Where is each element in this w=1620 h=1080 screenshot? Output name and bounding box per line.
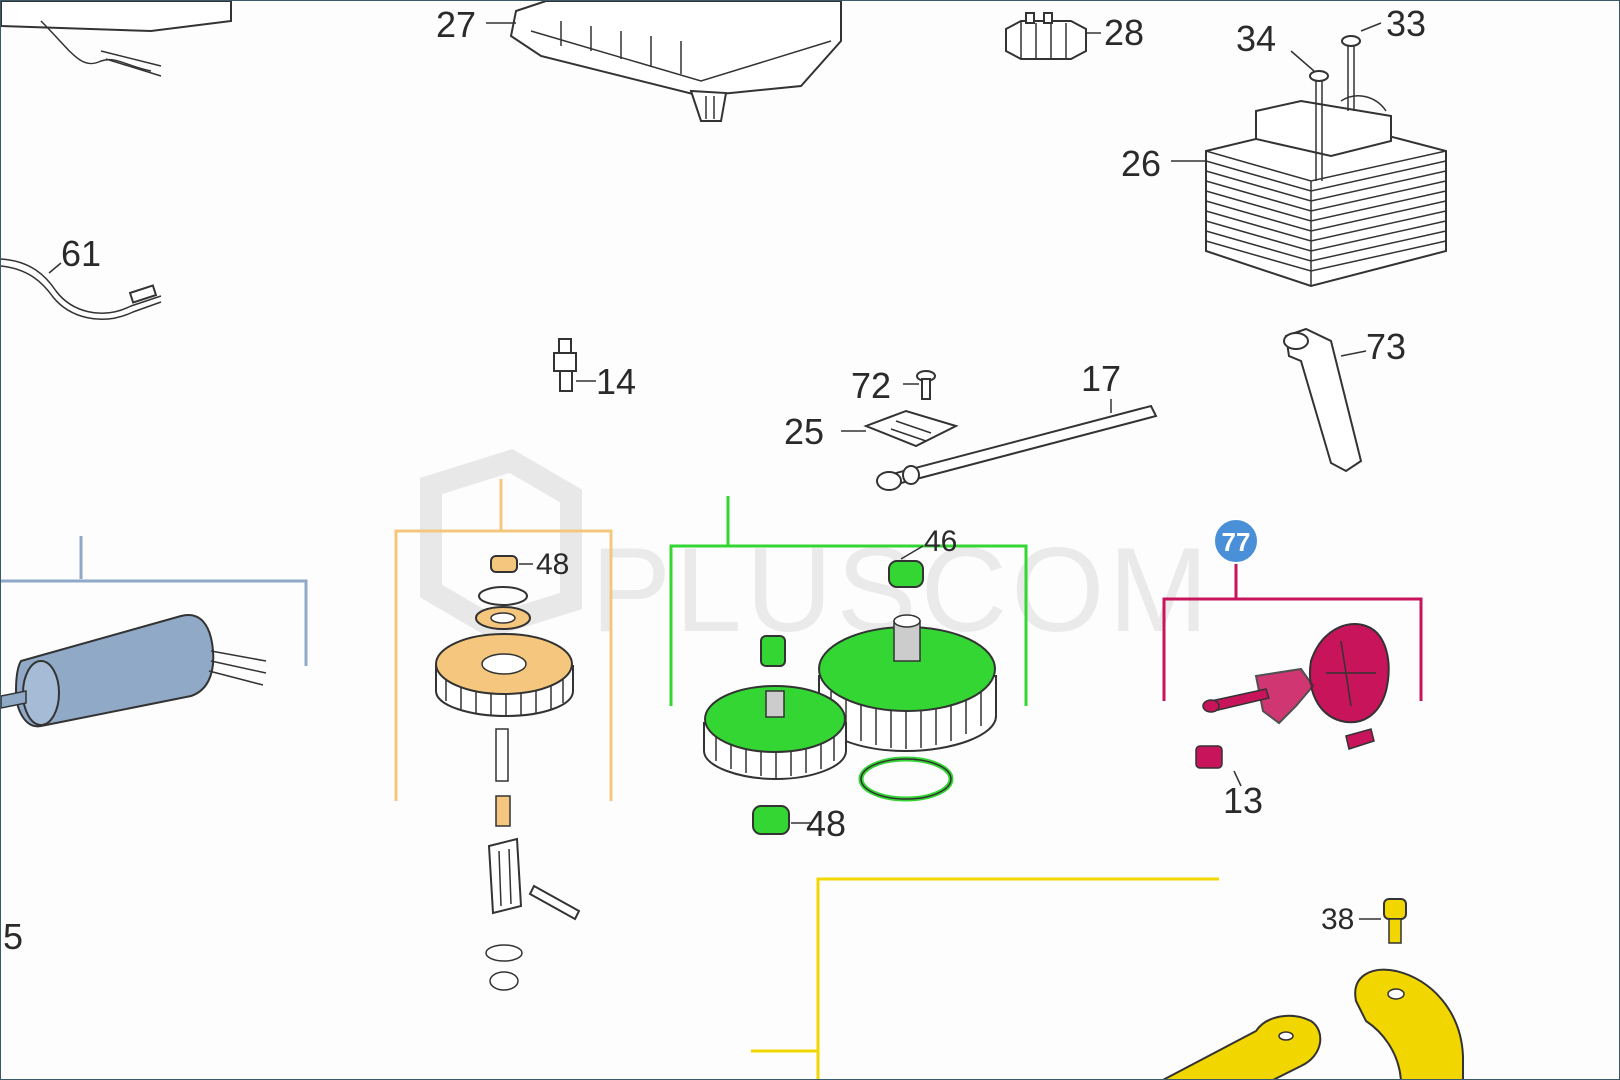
- label-34: 34: [1236, 18, 1276, 59]
- leader-34: [1290, 50, 1315, 72]
- tan-gear-assembly[interactable]: [435, 555, 581, 991]
- label-28: 28: [1104, 12, 1144, 53]
- label-61: 61: [61, 233, 101, 274]
- label-48b: 48: [806, 803, 846, 844]
- part-26-transformer[interactable]: [1205, 95, 1447, 288]
- part-27-housing[interactable]: [509, 1, 842, 122]
- blue-group-bracket: [1, 536, 308, 666]
- magenta-cam-assembly[interactable]: [1195, 623, 1390, 769]
- label-5: 5: [3, 916, 23, 957]
- motor-part[interactable]: [1, 614, 267, 728]
- leader-46: [900, 545, 924, 560]
- label-17: 17: [1081, 358, 1121, 399]
- part-73-lever[interactable]: [1283, 327, 1363, 473]
- part-28-terminal-block[interactable]: [1005, 12, 1087, 60]
- magenta-group-bracket: [1162, 561, 1423, 701]
- label-26: 26: [1121, 143, 1161, 184]
- label-38: 38: [1321, 903, 1354, 936]
- leader-13: [1233, 770, 1242, 787]
- badge-77[interactable]: 77: [1213, 518, 1259, 564]
- green-group-bracket: [669, 496, 1028, 706]
- label-25: 25: [784, 411, 824, 452]
- label-73: 73: [1366, 326, 1406, 367]
- top-left-connector[interactable]: [1, 1, 232, 77]
- label-33: 33: [1386, 3, 1426, 44]
- yellow-arm-assembly[interactable]: [1161, 898, 1464, 1080]
- label-13: 13: [1223, 780, 1263, 821]
- yellow-group-bracket: [751, 877, 1219, 1079]
- tan-group-bracket: [394, 479, 613, 801]
- label-14: 14: [596, 361, 636, 402]
- green-gear-assembly[interactable]: [703, 560, 997, 835]
- part-72-screw[interactable]: [916, 370, 936, 400]
- part-14-bolt[interactable]: [553, 338, 577, 392]
- label-72: 72: [851, 365, 891, 406]
- label-46: 46: [924, 525, 957, 558]
- part-34-screw[interactable]: [1309, 70, 1329, 181]
- badge-77-text: 77: [1222, 527, 1251, 557]
- label-27: 27: [436, 4, 476, 45]
- leader-33: [1360, 22, 1382, 32]
- leader-61: [48, 262, 62, 274]
- part-61-cable[interactable]: [1, 258, 162, 320]
- leader-73: [1340, 350, 1367, 357]
- part-17-shaft[interactable]: [876, 404, 1158, 491]
- part-33-screw[interactable]: [1341, 35, 1361, 111]
- label-48a: 48: [536, 548, 569, 581]
- part-25-plate[interactable]: [863, 409, 959, 448]
